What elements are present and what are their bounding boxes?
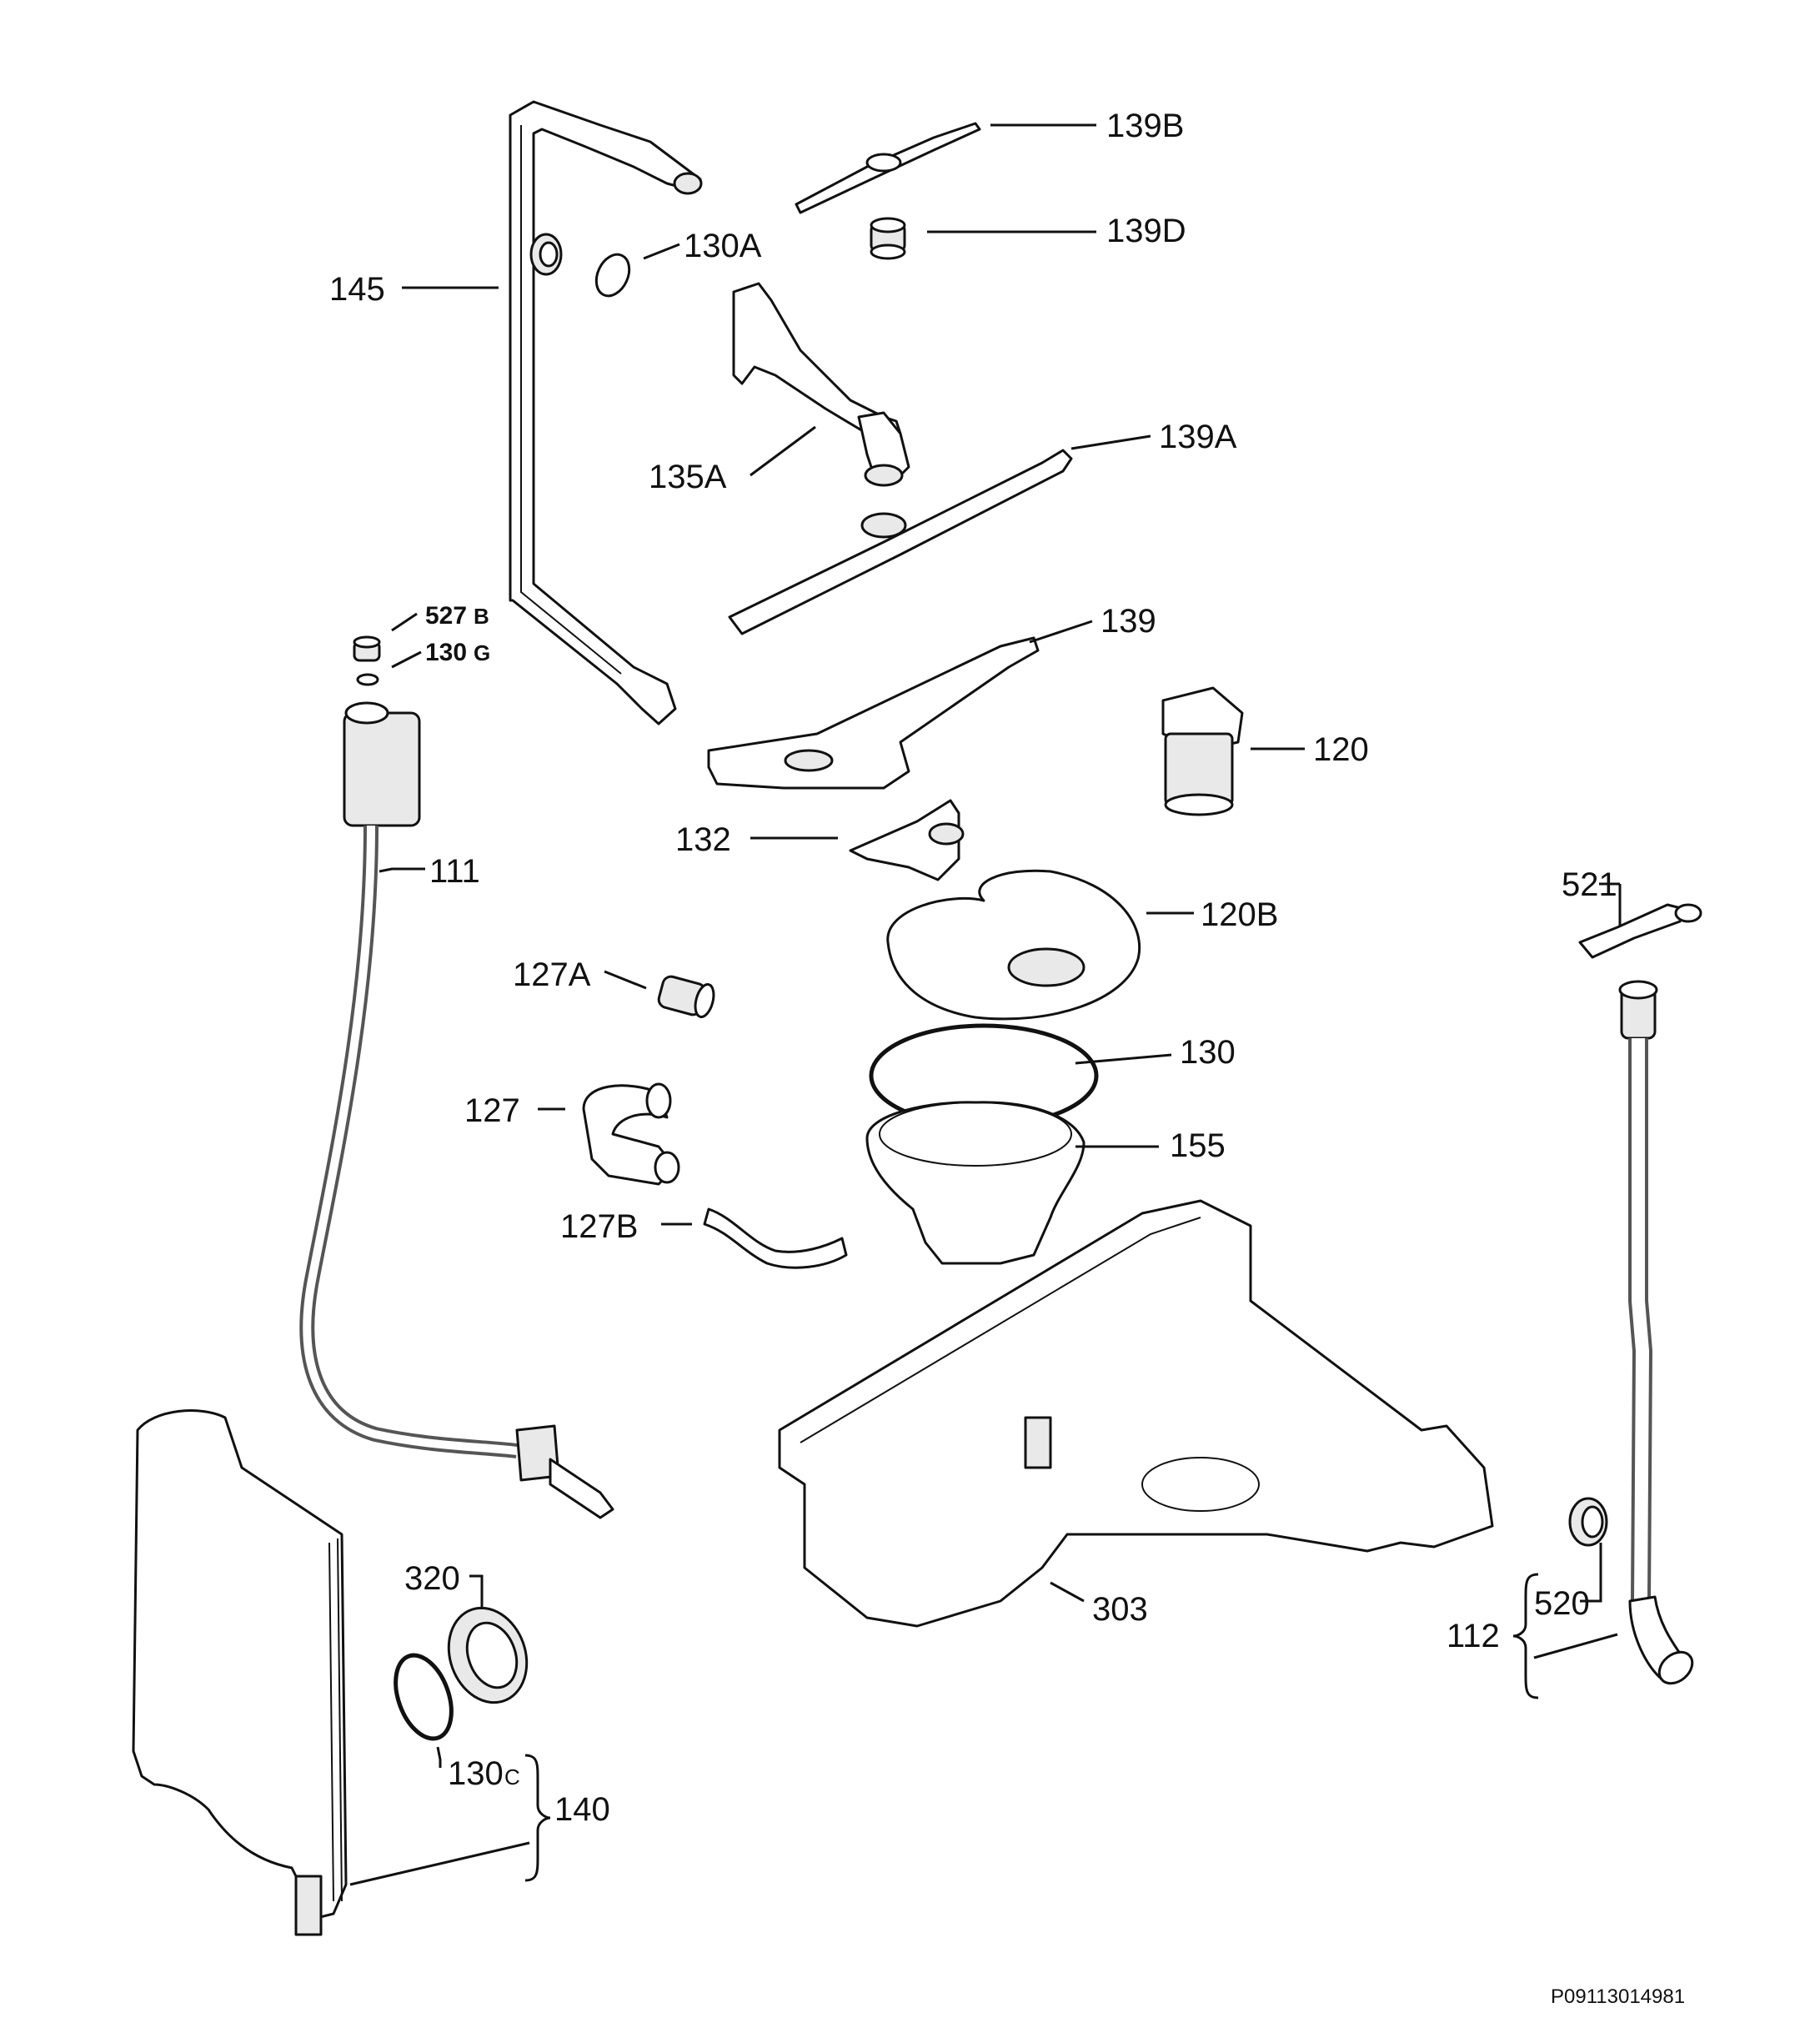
label-320: 320	[404, 1560, 460, 1597]
part-145-supply-pipe[interactable]	[509, 100, 703, 725]
label-130A: 130A	[684, 228, 762, 264]
label-521: 521	[1562, 866, 1617, 903]
label-127B: 127B	[560, 1208, 638, 1245]
part-139D-nut[interactable]	[870, 217, 906, 260]
part-labels: 139B 139D 130A 145 135A 139A 527 B 130 G…	[329, 108, 1617, 1828]
part-130G-seal[interactable]	[356, 673, 379, 686]
label-135A: 135A	[649, 459, 727, 495]
label-130C-number: 130	[448, 1755, 504, 1792]
part-135A-arm-bracket[interactable]	[732, 282, 910, 487]
part-127B-hose[interactable]	[703, 1207, 848, 1269]
footer-code: P09113014981	[1551, 1985, 1685, 2008]
label-520: 520	[1534, 1585, 1590, 1622]
part-527B-plug[interactable]	[353, 635, 381, 662]
part-130C-o-ring[interactable]	[385, 1648, 462, 1746]
label-130C-suffix: C	[504, 1764, 520, 1790]
brace-140	[524, 1754, 551, 1882]
part-120B-filter-plate[interactable]	[886, 869, 1141, 1021]
label-145: 145	[329, 271, 385, 308]
label-155: 155	[1170, 1127, 1226, 1164]
label-139B: 139B	[1106, 108, 1184, 144]
part-520-clamp[interactable]	[1568, 1497, 1608, 1547]
part-521-clip[interactable]	[1578, 903, 1702, 959]
part-140-side-panel[interactable]	[132, 1409, 348, 1936]
part-127A-seal[interactable]	[657, 975, 717, 1019]
label-111: 111	[429, 853, 480, 890]
leader-lines	[349, 123, 1622, 1886]
label-139D: 139D	[1106, 213, 1186, 249]
part-320-seal[interactable]	[436, 1597, 539, 1714]
part-112-drain-hose[interactable]	[1618, 980, 1698, 1689]
label-303: 303	[1092, 1591, 1148, 1628]
part-130A-o-ring[interactable]	[590, 249, 636, 301]
label-127: 127	[464, 1092, 520, 1129]
part-127-pipe[interactable]	[582, 1082, 680, 1186]
label-120: 120	[1313, 731, 1369, 768]
label-130G-number: 130	[425, 639, 467, 666]
part-139A-middle-spray-arm[interactable]	[728, 449, 1073, 635]
label-527B-suffix: B	[474, 604, 489, 629]
part-139-lower-spray-arm[interactable]	[707, 636, 1040, 790]
label-132: 132	[675, 821, 731, 858]
label-112: 112	[1446, 1618, 1500, 1654]
part-303-base-tray[interactable]	[778, 1199, 1494, 1628]
part-120-filter[interactable]	[1161, 686, 1244, 816]
label-120B: 120B	[1201, 896, 1278, 933]
label-527B-number: 527	[425, 602, 467, 630]
part-132-bracket[interactable]	[849, 799, 965, 881]
part-111-hose[interactable]	[299, 701, 614, 1519]
part-139B-upper-spray-arm[interactable]	[795, 122, 981, 214]
brace-112	[1512, 1573, 1539, 1699]
label-127A: 127A	[513, 956, 591, 993]
part-155-sump[interactable]	[865, 1101, 1085, 1265]
label-139: 139	[1101, 603, 1156, 640]
label-139A: 139A	[1159, 419, 1237, 455]
label-140: 140	[554, 1791, 610, 1828]
label-130: 130	[1180, 1034, 1236, 1071]
label-130G-suffix: G	[474, 640, 490, 665]
